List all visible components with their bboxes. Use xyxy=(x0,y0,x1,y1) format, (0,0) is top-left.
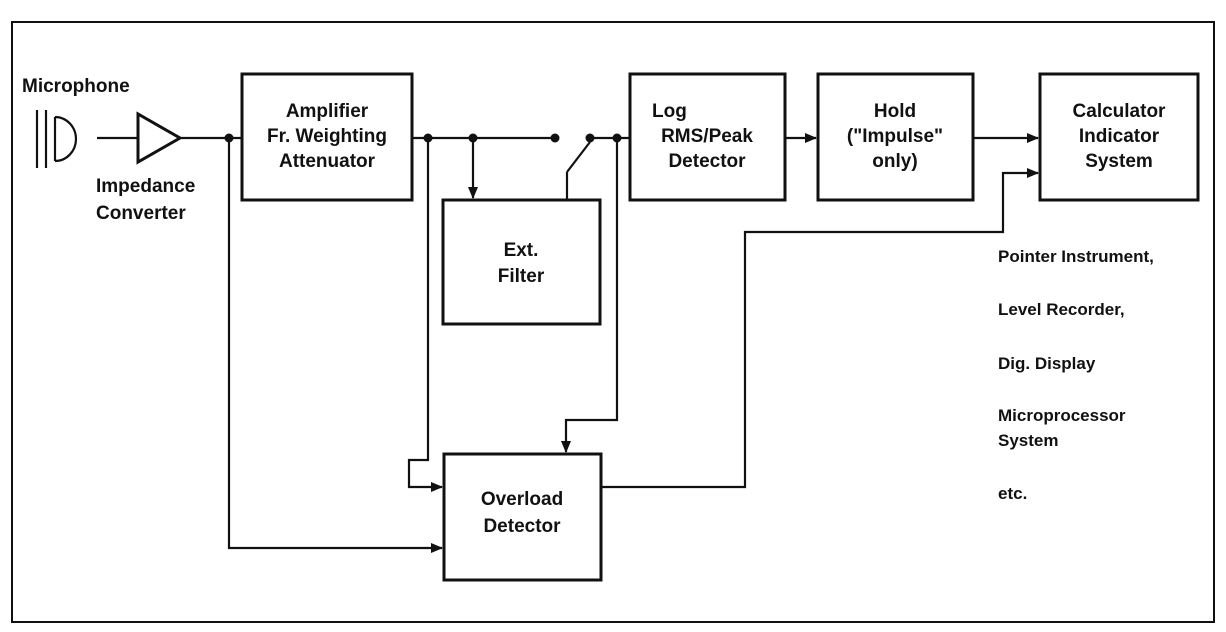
calculator-block xyxy=(1038,72,1200,202)
hold-label-line1: Hold xyxy=(874,101,916,122)
overload-label-line1: Overload xyxy=(481,489,563,510)
hold-block xyxy=(816,72,975,202)
detector-label-line2: RMS/Peak xyxy=(661,126,753,147)
ext-filter-label-line1: Ext. xyxy=(504,240,539,261)
diagram-frame xyxy=(11,21,1215,623)
hold-label-line2: ("Impulse" xyxy=(847,126,943,147)
amplifier-label-line1: Amplifier xyxy=(286,101,369,122)
ext-filter-block xyxy=(441,198,602,326)
output-microprocessor-line1: Microprocessor xyxy=(998,406,1126,425)
amplifier-label-line3: Attenuator xyxy=(279,151,376,172)
signal-wires xyxy=(97,133,1039,553)
detector-block xyxy=(628,72,787,202)
calculator-label-line3: System xyxy=(1085,151,1153,172)
overload-label-line2: Detector xyxy=(483,516,561,537)
selector-switch-icon xyxy=(566,141,591,173)
junction-dots xyxy=(224,133,622,143)
calculator-label-line2: Indicator xyxy=(1079,126,1160,147)
impedance-converter-label-line1: Impedance xyxy=(96,176,195,197)
amplifier-label-line2: Fr. Weighting xyxy=(267,126,387,147)
detector-label-line1: Log xyxy=(652,101,687,122)
detector-label-line3: Detector xyxy=(668,151,746,172)
microphone-icon xyxy=(35,110,78,168)
ext-filter-label-line2: Filter xyxy=(498,266,545,287)
hold-label-line3: only) xyxy=(872,151,917,172)
output-dig-display: Dig. Display xyxy=(998,354,1096,373)
overload-detector-block xyxy=(442,452,603,582)
microphone-label: Microphone xyxy=(22,76,130,97)
output-etc: etc. xyxy=(998,484,1027,503)
output-level-recorder: Level Recorder, xyxy=(998,300,1125,319)
amplifier-block xyxy=(240,72,414,202)
output-pointer-instrument: Pointer Instrument, xyxy=(998,247,1154,266)
impedance-converter-label-line2: Converter xyxy=(96,203,186,224)
calculator-label-line1: Calculator xyxy=(1073,101,1167,122)
output-microprocessor-line2: System xyxy=(998,431,1058,450)
amplifier-triangle-icon xyxy=(136,111,184,165)
